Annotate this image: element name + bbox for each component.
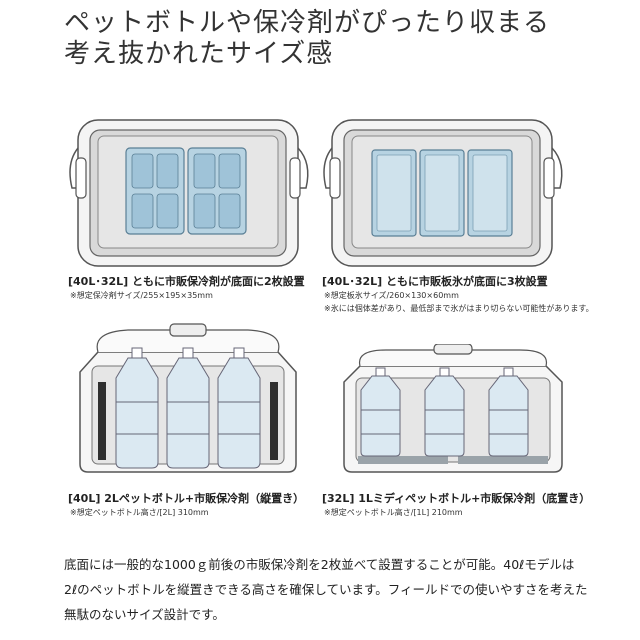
cooler-40l-perspective-illustration: [79, 323, 297, 473]
bottle-1l-1: [360, 367, 401, 457]
headline-line-1: ペットボトルや保冷剤がぴったり収まる: [64, 8, 551, 38]
panel-1-caption: [40L･32L] ともに市販保冷剤が底面に2枚設置: [68, 275, 305, 288]
description-line-2: 2ℓのペットボトルを縦置きできる高さを確保しています。フィールドでの使いやすさを…: [64, 582, 588, 597]
description-paragraph: 底面には一般的な1000ｇ前後の市販保冷剤を2枚並べて設置することが可能。40ℓ…: [64, 552, 588, 627]
cooler-top-view-illustration: [69, 119, 309, 267]
cooler-top-view-illustration: [323, 119, 563, 267]
panel-40l-bottles: [68, 322, 308, 474]
panel-4-note: ※想定ペットボトル高さ/[1L] 210mm: [324, 508, 463, 517]
panel-2-note-1: ※想定板氷サイズ/260×130×60mm: [324, 291, 459, 300]
panel-2-note-2: ※氷には個体差があり、最低部まで氷がはまり切らない可能性があります。: [324, 304, 594, 313]
panel-32l-bottles: [336, 344, 570, 474]
headline: ペットボトルや保冷剤がぴったり収まる 考え抜かれたサイズ感: [64, 8, 624, 70]
description-line-3: 無駄のないサイズ設計です。: [64, 607, 225, 622]
panel-2-caption: [40L･32L] ともに市販板氷が底面に3枚設置: [322, 275, 548, 288]
panel-top-view-ice-blocks: [322, 118, 572, 268]
description-line-1: 底面には一般的な1000ｇ前後の市販保冷剤を2枚並べて設置することが可能。40ℓ…: [64, 557, 575, 572]
panel-top-view-ice-packs: [68, 118, 318, 268]
bottle-1l-3: [488, 367, 529, 457]
ice-block-2: [419, 149, 465, 237]
cooler-32l-perspective-illustration: [343, 344, 563, 473]
panel-1-note: ※想定保冷剤サイズ/255×195×35mm: [70, 291, 213, 300]
ice-pack-right: [187, 147, 247, 235]
panel-4-caption: [32L] 1Lミディペットボトル+市販保冷剤（底置き）: [322, 492, 591, 505]
bottle-2l-3: [217, 347, 261, 469]
panel-3-note: ※想定ペットボトル高さ/[2L] 310mm: [70, 508, 209, 517]
ice-block-3: [467, 149, 513, 237]
bottle-2l-1: [115, 347, 159, 469]
bottle-1l-2: [424, 367, 465, 457]
bottle-2l-2: [166, 347, 210, 469]
panel-3-caption: [40L] 2Lペットボトル+市販保冷剤（縦置き）: [68, 492, 305, 505]
headline-line-2: 考え抜かれたサイズ感: [64, 39, 334, 69]
ice-block-1: [371, 149, 417, 237]
ice-pack-left: [125, 147, 185, 235]
